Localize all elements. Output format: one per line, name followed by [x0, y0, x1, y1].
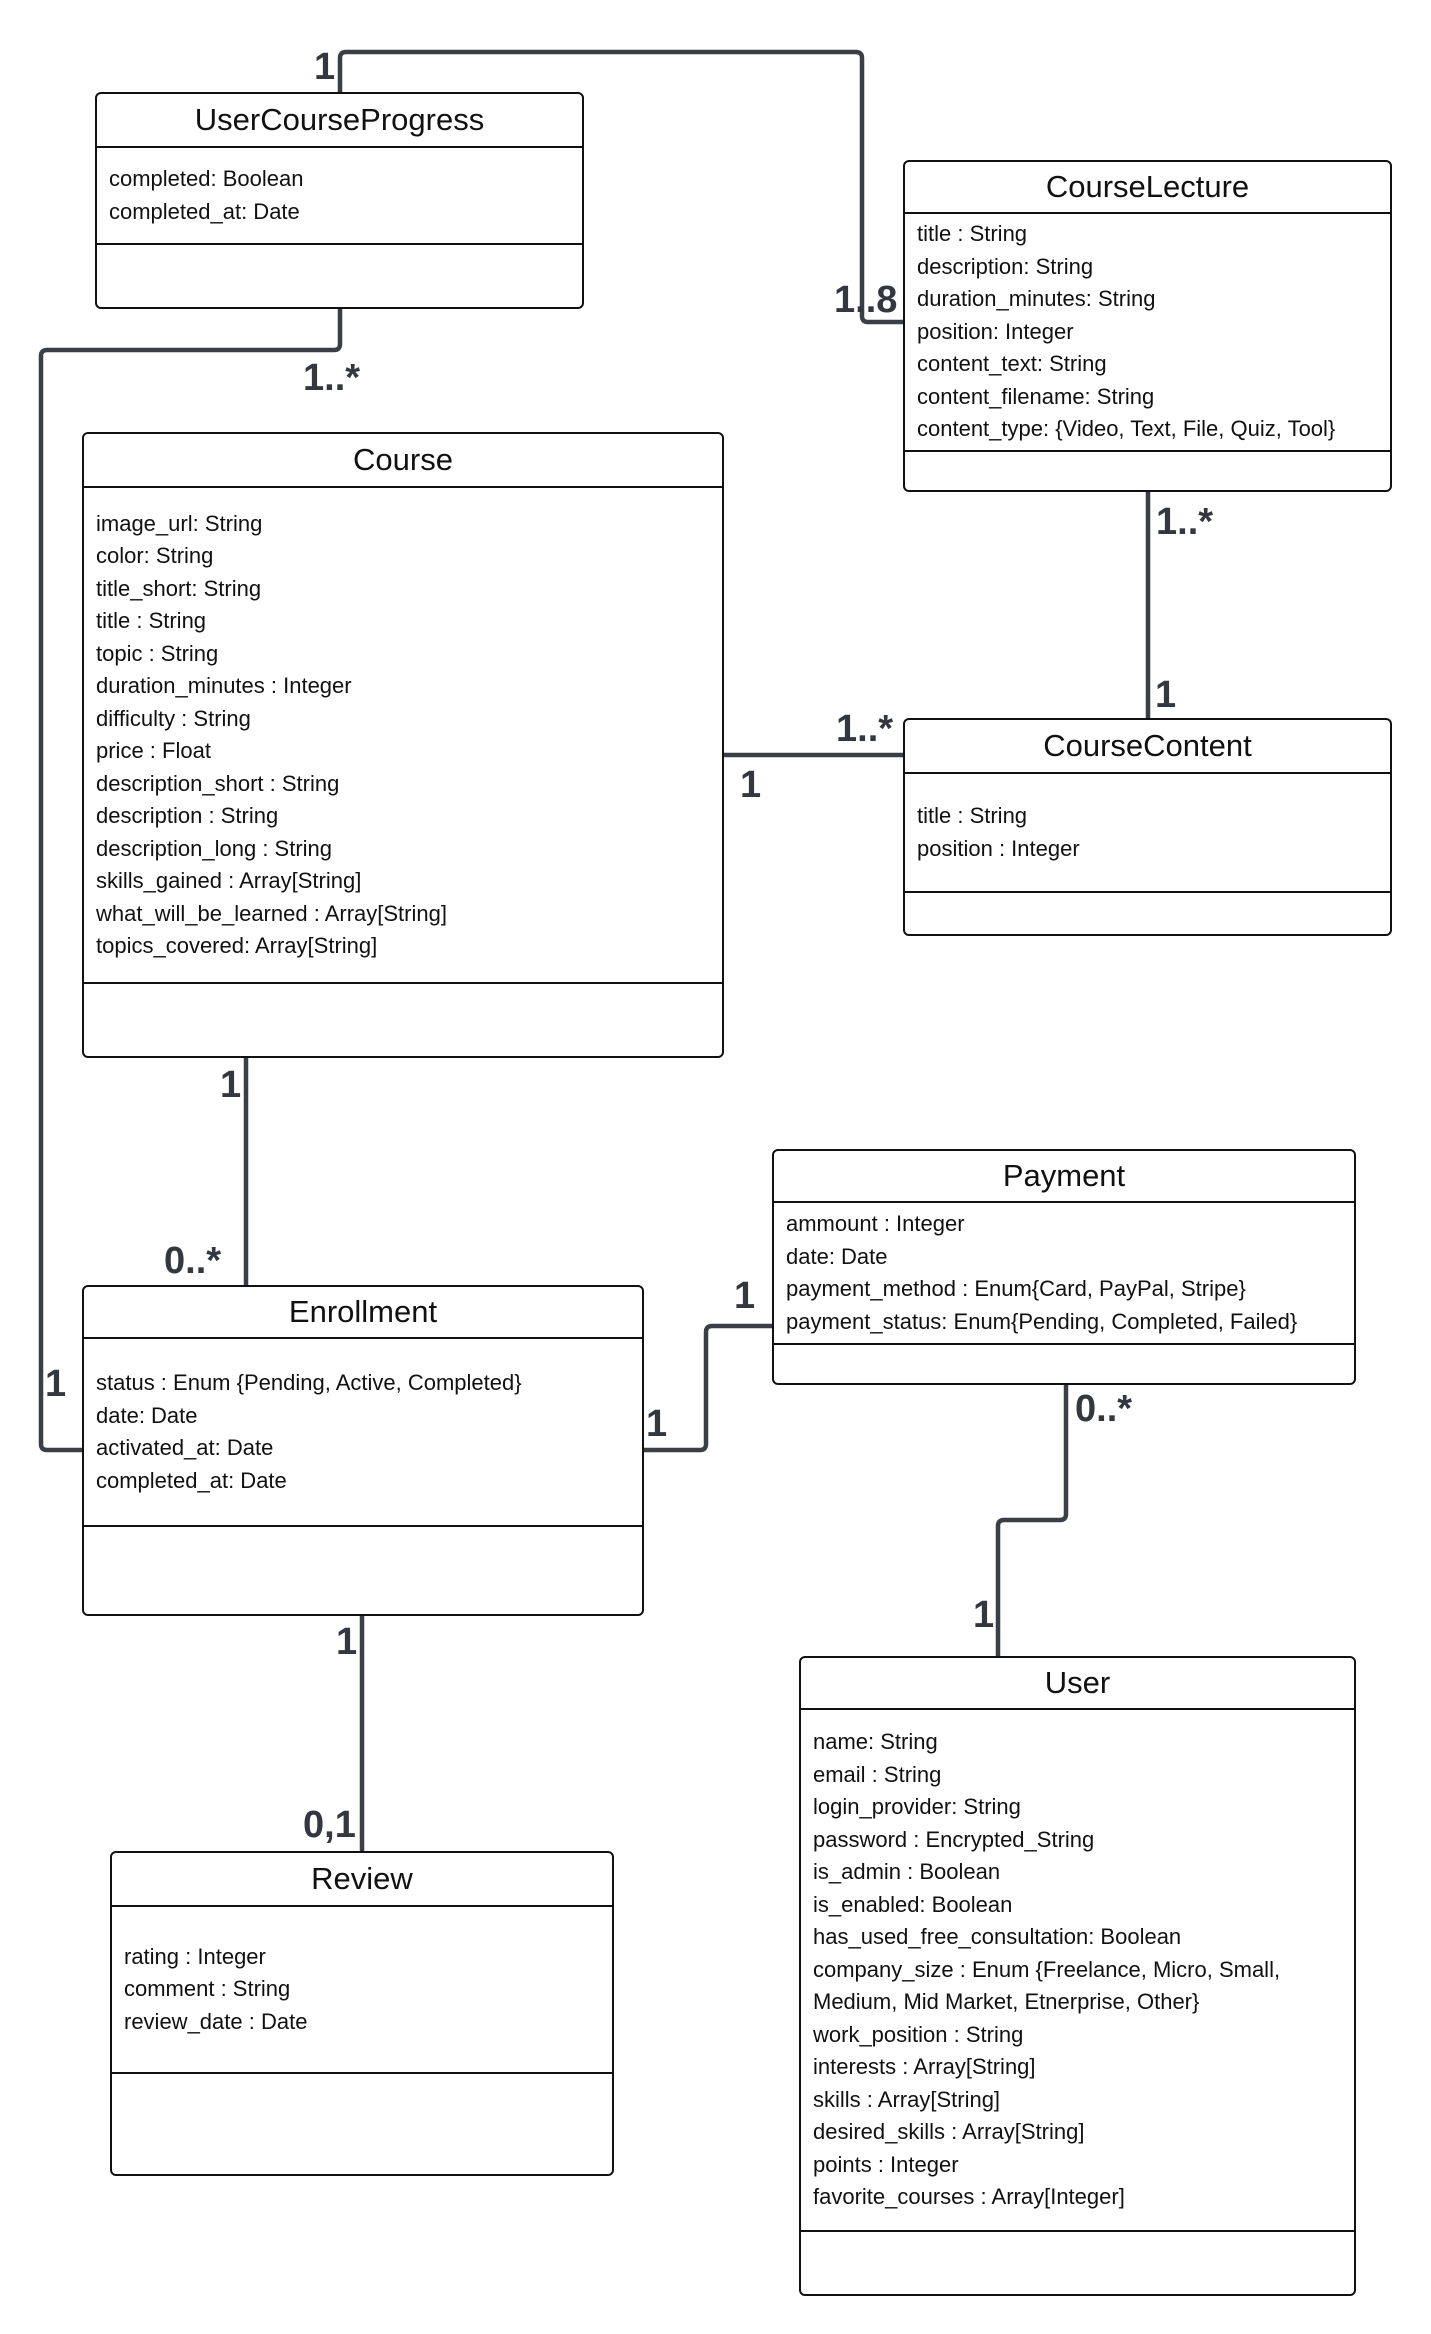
- attribute: skills_gained : Array[String]: [96, 868, 362, 893]
- attribute: favorite_courses : Array[Integer]: [813, 2184, 1125, 2210]
- attribute: content_filename: String: [917, 383, 1155, 409]
- attribute-list: ammount : Integer date: Date payment_met…: [774, 1203, 1354, 1345]
- attribute: skills : Array[String]: [813, 2086, 1001, 2112]
- multiplicity-label: 1..*: [1156, 501, 1214, 543]
- attribute: completed: Boolean: [109, 166, 304, 191]
- attribute: price : Float: [96, 738, 211, 763]
- multiplicity-label: 1: [314, 46, 336, 88]
- attribute: duration_minutes : Integer: [96, 673, 352, 698]
- attribute: has_used_free_consultation: Boolean: [813, 1924, 1182, 1950]
- attribute: name: String: [813, 1729, 938, 1755]
- attribute: title : String: [917, 803, 1028, 828]
- multiplicity-label: 1: [336, 1621, 358, 1663]
- attribute-list: title : String description: String durat…: [905, 214, 1390, 452]
- multiplicity-label: 0..*: [164, 1240, 222, 1282]
- attribute: image_url: String: [96, 510, 263, 536]
- attribute: date: Date: [786, 1243, 888, 1269]
- attribute: topics_covered: Array[String]: [96, 933, 378, 958]
- class-name: User: [801, 1658, 1354, 1710]
- attribute: work_position : String: [813, 2021, 1024, 2047]
- attribute: description: String: [917, 253, 1094, 279]
- attribute: review_date : Date: [124, 2008, 308, 2034]
- attribute: is_enabled: Boolean: [813, 1891, 1013, 1917]
- attribute: desired_skills : Array[String]: [813, 2119, 1085, 2145]
- attribute: description_long : String: [96, 835, 333, 861]
- class-name: Course: [84, 434, 722, 488]
- attribute-list: name: String email : String login_provid…: [801, 1710, 1354, 2232]
- attribute-list: rating : Integer comment : String review…: [112, 1907, 612, 2074]
- multiplicity-label: 0..*: [1075, 1388, 1133, 1430]
- attribute: login_provider: String: [813, 1794, 1021, 1820]
- attribute: interests : Array[String]: [813, 2054, 1036, 2080]
- multiplicity-label: 1: [646, 1403, 668, 1445]
- attribute: payment_status: Enum{Pending, Completed,…: [786, 1308, 1298, 1334]
- attribute: duration_minutes: String: [917, 286, 1156, 312]
- multiplicity-label: 1: [220, 1064, 242, 1106]
- multiplicity-label: 1: [1155, 674, 1177, 716]
- class-course-content[interactable]: CourseContent title : String position : …: [903, 718, 1392, 936]
- class-name: CourseContent: [905, 720, 1390, 774]
- multiplicity-label: 1: [973, 1594, 995, 1636]
- attribute-list: status : Enum {Pending, Active, Complete…: [84, 1339, 642, 1527]
- attribute: ammount : Integer: [786, 1211, 965, 1236]
- multiplicity-label: 1..*: [303, 357, 361, 399]
- multiplicity-label: 0,1: [303, 1804, 356, 1846]
- attribute: title : String: [917, 221, 1028, 247]
- attribute: difficulty : String: [96, 705, 251, 731]
- attribute: description : String: [96, 803, 279, 828]
- attribute: position : Integer: [917, 835, 1080, 861]
- attribute: color: String: [96, 543, 214, 568]
- attribute: completed_at: Date: [96, 1467, 287, 1493]
- attribute: Medium, Mid Market, Etnerprise, Other}: [813, 1989, 1200, 2015]
- attribute: password : Encrypted_String: [813, 1826, 1095, 1852]
- attribute: activated_at: Date: [96, 1435, 274, 1460]
- attribute: what_will_be_learned : Array[String]: [96, 900, 447, 926]
- attribute-list: title : String position : Integer: [905, 774, 1390, 893]
- attribute: status : Enum {Pending, Active, Complete…: [96, 1370, 522, 1395]
- attribute: content_type: {Video, Text, File, Quiz, …: [917, 416, 1336, 442]
- class-user[interactable]: User name: String email : String login_p…: [799, 1656, 1356, 2296]
- class-name: Payment: [774, 1151, 1354, 1203]
- class-name: Review: [112, 1853, 612, 1907]
- multiplicity-label: 1: [45, 1363, 67, 1405]
- attribute: rating : Integer: [124, 1943, 266, 1969]
- attribute: position: Integer: [917, 318, 1074, 344]
- association-payment-user: [995, 1382, 1069, 1659]
- class-payment[interactable]: Payment ammount : Integer date: Date pay…: [772, 1149, 1356, 1385]
- attribute: is_admin : Boolean: [813, 1859, 1001, 1885]
- attribute: title : String: [96, 608, 207, 633]
- attribute: description_short : String: [96, 770, 340, 796]
- attribute: payment_method : Enum{Card, PayPal, Stri…: [786, 1276, 1246, 1301]
- attribute: company_size : Enum {Freelance, Micro, S…: [813, 1956, 1281, 1982]
- class-course[interactable]: Course image_url: String color: String t…: [82, 432, 724, 1058]
- attribute-list: completed: Boolean completed_at: Date: [97, 148, 582, 245]
- class-enrollment[interactable]: Enrollment status : Enum {Pending, Activ…: [82, 1285, 644, 1616]
- class-name: Enrollment: [84, 1287, 642, 1339]
- multiplicity-label: 1: [734, 1275, 756, 1317]
- attribute: date: Date: [96, 1402, 198, 1428]
- class-name: UserCourseProgress: [97, 94, 582, 148]
- class-course-lecture[interactable]: CourseLecture title : String description…: [903, 160, 1392, 492]
- attribute: comment : String: [124, 1976, 291, 2002]
- attribute: title_short: String: [96, 575, 262, 601]
- attribute: email : String: [813, 1761, 942, 1787]
- attribute: completed_at: Date: [109, 198, 300, 224]
- class-review[interactable]: Review rating : Integer comment : String…: [110, 1851, 614, 2176]
- class-name: CourseLecture: [905, 162, 1390, 214]
- multiplicity-label: 1: [740, 764, 762, 806]
- attribute: points : Integer: [813, 2151, 959, 2177]
- multiplicity-label: 1..8: [834, 279, 898, 321]
- attribute: topic : String: [96, 640, 219, 666]
- multiplicity-label: 1..*: [836, 708, 894, 750]
- attribute: content_text: String: [917, 351, 1107, 377]
- attribute-list: image_url: String color: String title_sh…: [84, 488, 722, 984]
- class-user-course-progress[interactable]: UserCourseProgress completed: Boolean co…: [95, 92, 584, 309]
